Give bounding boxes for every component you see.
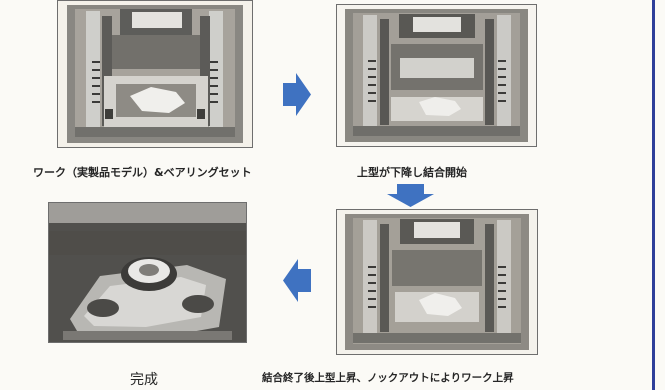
arrow-left-icon: [283, 259, 311, 302]
step-3-photo: [48, 202, 247, 343]
step-2-caption: 上型が下降し結合開始: [357, 166, 467, 179]
step-4-photo: [336, 209, 538, 355]
arrow-down-icon: [387, 184, 434, 207]
step-3-caption: 結合終了後上型上昇、ノックアウトによりワーク上昇: [262, 372, 514, 384]
page-right-border: [652, 0, 655, 390]
step-1-photo: [57, 0, 253, 148]
step-1-caption: ワーク（実製品モデル）&ベアリングセット: [33, 166, 252, 179]
step-2-photo: [336, 4, 537, 147]
arrow-right-icon: [283, 73, 311, 116]
step-4-caption: 完成: [130, 372, 158, 388]
